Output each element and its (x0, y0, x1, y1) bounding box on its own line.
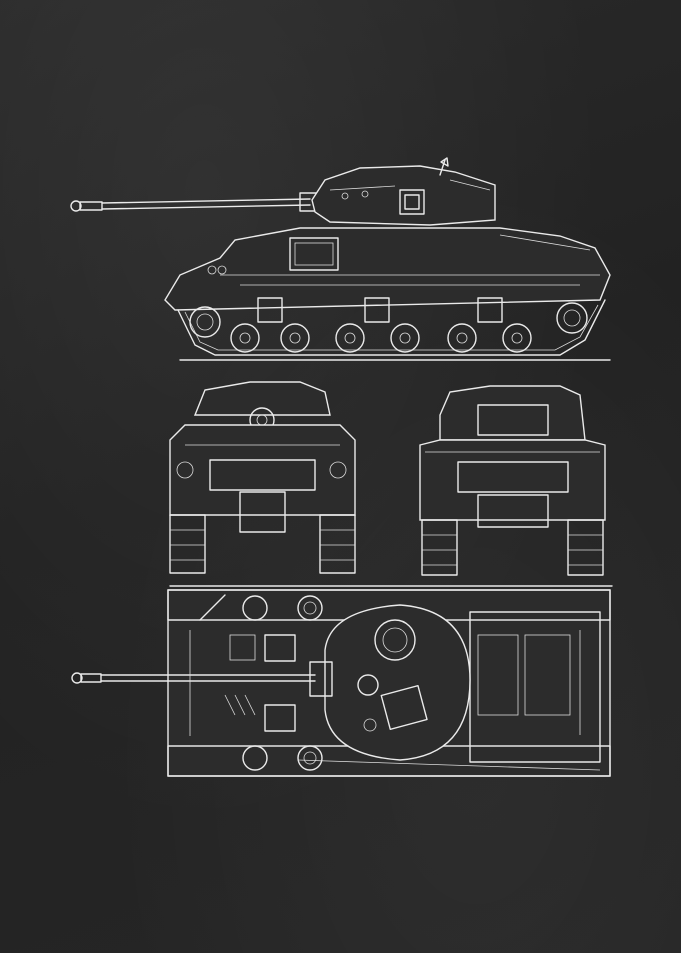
side-track (177, 297, 606, 356)
front-track-right (319, 514, 356, 574)
top-view (71, 589, 611, 777)
rear-track-left (421, 519, 458, 576)
front-view (169, 381, 356, 574)
rear-hull (419, 439, 606, 521)
front-hull (169, 424, 356, 516)
side-view (70, 157, 611, 361)
front-track-left (169, 514, 206, 574)
top-turret (324, 604, 471, 761)
side-gun-barrel (70, 192, 321, 212)
rear-track-right (567, 519, 604, 576)
rear-turret (439, 385, 586, 441)
front-turret (193, 381, 331, 416)
top-gun-barrel (71, 661, 333, 697)
side-turret (311, 157, 496, 226)
side-hull (164, 227, 611, 311)
rear-view (419, 385, 606, 576)
